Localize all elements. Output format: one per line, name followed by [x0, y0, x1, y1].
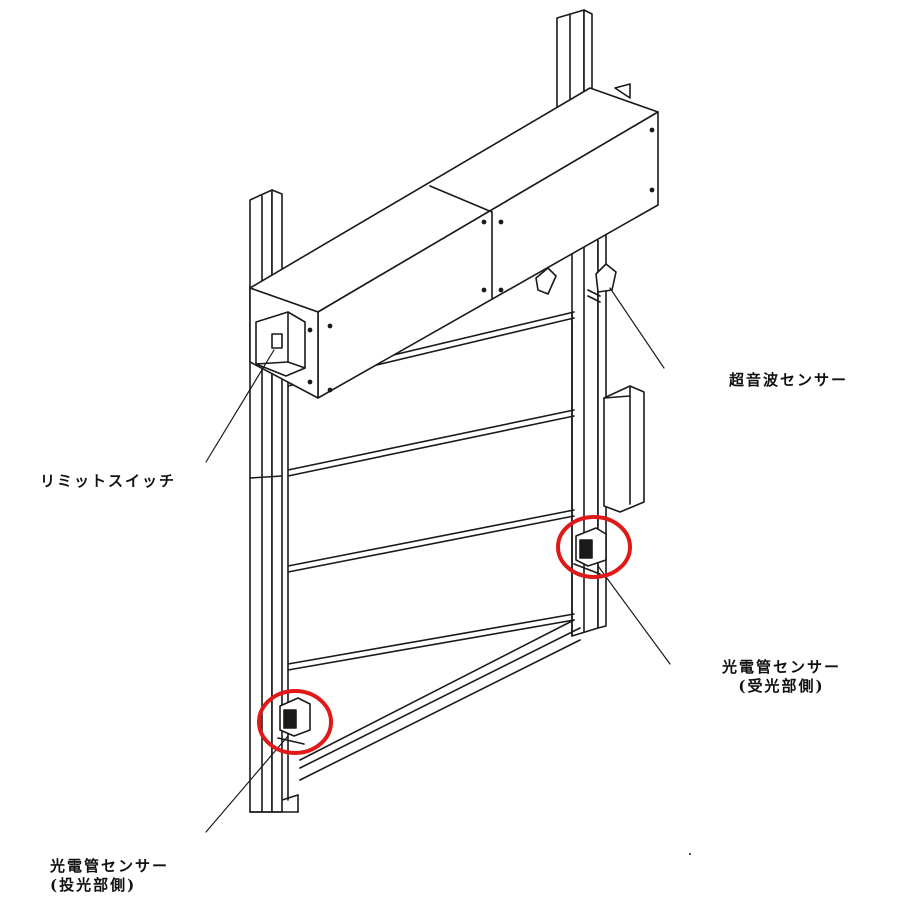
photo-sensor-receiver-label: 光電管センサー (受光部側) — [722, 658, 841, 696]
highlight-circle-receiver — [556, 515, 632, 579]
photo-sensor-emitter-label-line1: 光電管センサー — [50, 857, 170, 875]
control-box — [603, 385, 645, 513]
photo-sensor-emitter-device — [277, 697, 311, 745]
highlight-circles — [257, 515, 632, 755]
photo-sensor-receiver-label-line1: 光電管センサー — [722, 658, 842, 676]
ultrasonic-sensor-label: 超音波センサー — [729, 371, 849, 389]
limit-switch-label: リミットスイッチ — [40, 472, 177, 490]
leader-lines — [205, 287, 671, 833]
ultrasonic-sensor-device — [535, 263, 617, 303]
photo-sensor-emitter-label: 光電管センサー (投光部側) — [50, 857, 169, 895]
photo-sensor-receiver-device — [573, 527, 607, 575]
highlight-circle-emitter — [257, 689, 333, 755]
photo-sensor-receiver-label-line2: (受光部側) — [738, 677, 825, 695]
housing-box — [249, 83, 659, 399]
photo-sensor-emitter-label-line2: (投光部側) — [50, 876, 137, 894]
